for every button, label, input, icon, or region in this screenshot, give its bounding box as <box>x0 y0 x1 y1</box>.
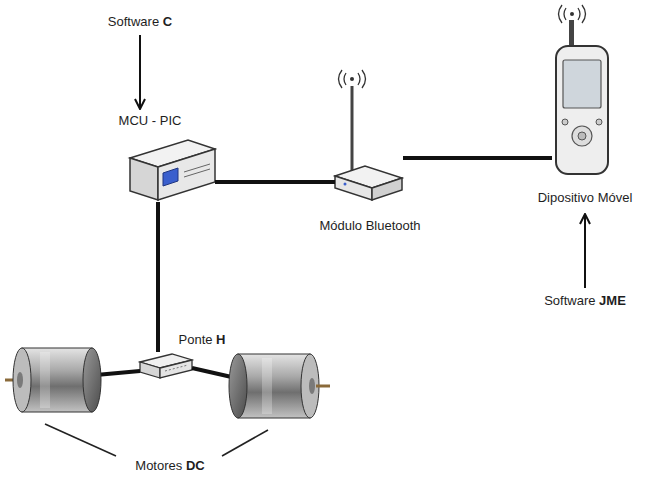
bluetooth-node: Módulo Bluetooth <box>335 68 403 202</box>
bluetooth-module <box>335 70 402 200</box>
connector-line <box>139 35 141 109</box>
mcu-node: MCU - PIC <box>128 138 215 202</box>
h-bridge-chip <box>140 354 192 378</box>
bold-part: JME <box>599 293 626 308</box>
dc-motor <box>5 348 101 412</box>
mcu-box <box>130 140 215 200</box>
device-label: Ponte H <box>179 332 226 348</box>
mobile-device <box>556 5 608 174</box>
bold-part: C <box>163 14 172 29</box>
software-arrow <box>140 35 141 109</box>
connector-line <box>215 180 335 184</box>
wire-connection <box>403 158 552 159</box>
connector-line <box>584 214 586 288</box>
motor-wire <box>96 371 140 375</box>
h-bridge-node: Ponte H <box>138 352 194 380</box>
software-arrow <box>585 214 586 288</box>
motors-label: Motores DC <box>135 458 204 474</box>
device-label: Dipositivo Móvel <box>538 190 633 206</box>
software-label: Software C <box>105 13 175 31</box>
software-text: Software C <box>108 14 172 30</box>
bold-part: DC <box>186 458 205 473</box>
bold-part: H <box>216 332 225 347</box>
device-label: Módulo Bluetooth <box>319 218 420 234</box>
wire-connection <box>215 182 335 183</box>
wire-connection <box>158 202 159 352</box>
connector-line <box>403 156 552 160</box>
connector-line <box>156 202 160 352</box>
software-label: Software JME <box>541 292 629 310</box>
mobile-device-node: Dipositivo Móvel <box>552 8 612 178</box>
leader-line <box>222 430 268 456</box>
software-text: Software JME <box>544 293 626 309</box>
dc-motor <box>229 354 330 418</box>
leader-line <box>45 424 116 456</box>
device-label: MCU - PIC <box>119 113 182 129</box>
